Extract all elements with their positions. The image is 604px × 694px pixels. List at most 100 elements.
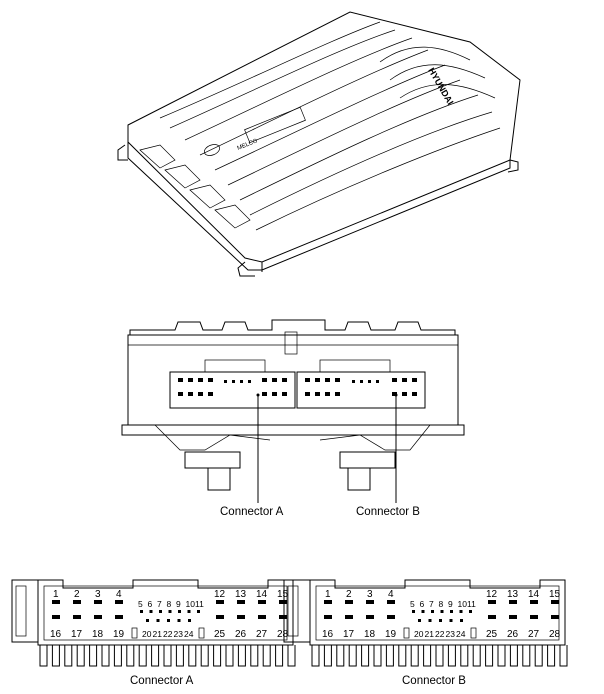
pin-terminal bbox=[187, 610, 191, 613]
pin-terminal bbox=[387, 600, 395, 604]
pin-terminal bbox=[460, 619, 463, 622]
pin-label: 12 bbox=[214, 589, 226, 600]
pin-label: 4 bbox=[388, 589, 394, 600]
pin-label: 8 bbox=[167, 599, 172, 609]
pin-label: 15 bbox=[277, 589, 289, 600]
pin-terminal bbox=[140, 610, 143, 613]
pin-terminal bbox=[115, 615, 123, 619]
pin-terminal bbox=[551, 615, 559, 619]
pin-terminal bbox=[159, 610, 162, 613]
pin-terminal bbox=[216, 600, 224, 604]
pin-terminal bbox=[530, 615, 538, 619]
pin-terminal bbox=[421, 610, 425, 613]
pin-label: 19 bbox=[385, 629, 397, 640]
pin-label: 25 bbox=[486, 629, 498, 640]
pin-terminal bbox=[146, 619, 149, 622]
pin-terminal bbox=[418, 619, 421, 622]
pin-terminal bbox=[412, 610, 415, 613]
pin-terminal bbox=[279, 600, 287, 604]
pin-label: 27 bbox=[256, 629, 268, 640]
pin-terminal bbox=[345, 615, 353, 619]
pin-terminal bbox=[115, 600, 123, 604]
pin-terminal bbox=[52, 600, 60, 604]
front-pins-a bbox=[178, 378, 287, 396]
pin-label: 1 bbox=[53, 589, 59, 600]
pin-label: 23 bbox=[446, 629, 456, 639]
pin-label: 14 bbox=[528, 589, 540, 600]
pin-label: 2 bbox=[346, 589, 352, 600]
pin-terminal bbox=[488, 615, 496, 619]
model-text: MELCO bbox=[237, 138, 259, 152]
pin-label: 26 bbox=[235, 629, 247, 640]
pin-label: 28 bbox=[277, 629, 289, 640]
front-pins-b bbox=[305, 378, 417, 396]
callout-connector-b: Connector B bbox=[356, 506, 420, 518]
pin-label: 19 bbox=[113, 629, 125, 640]
pin-terminal bbox=[387, 615, 395, 619]
ecu-front-view: Connector A Connector B bbox=[121, 319, 465, 518]
pin-label: 17 bbox=[343, 629, 355, 640]
pin-terminal bbox=[450, 610, 453, 613]
pin-terminal bbox=[509, 615, 517, 619]
pin-terminal bbox=[431, 610, 434, 613]
pin-terminal bbox=[469, 610, 472, 613]
pin-label: 8 bbox=[439, 599, 444, 609]
pin-label: 18 bbox=[92, 629, 104, 640]
pin-label: 16 bbox=[50, 629, 62, 640]
pin-label: 28 bbox=[549, 629, 561, 640]
pin-terminal bbox=[324, 600, 332, 604]
pin-terminal bbox=[509, 600, 517, 604]
pin-label: 21 bbox=[425, 629, 435, 639]
ecu-isometric-view: HYUNDAI MELCO bbox=[117, 11, 521, 277]
pin-label: 2 bbox=[74, 589, 80, 600]
pin-terminal bbox=[345, 600, 353, 604]
pin-terminal bbox=[156, 619, 160, 622]
pin-terminal bbox=[197, 610, 200, 613]
pin-label: 22 bbox=[163, 629, 173, 639]
brand-text: HYUNDAI bbox=[426, 66, 455, 107]
pin-terminal bbox=[216, 615, 224, 619]
pin-terminal bbox=[258, 600, 266, 604]
pin-terminal bbox=[530, 600, 538, 604]
pin-terminal bbox=[459, 610, 463, 613]
pin-label: 9 bbox=[176, 599, 181, 609]
pin-label: 27 bbox=[528, 629, 540, 640]
pin-terminal bbox=[73, 615, 81, 619]
pin-terminal bbox=[188, 619, 191, 622]
pin-label: 20 bbox=[414, 629, 424, 639]
pin-terminal bbox=[167, 619, 170, 622]
pin-terminal bbox=[551, 600, 559, 604]
pin-terminal bbox=[366, 600, 374, 604]
pin-label: 9 bbox=[448, 599, 453, 609]
pin-label: 11 bbox=[195, 599, 204, 609]
pin-terminal bbox=[178, 610, 181, 613]
pin-label: 11 bbox=[467, 599, 476, 609]
pin-label: 17 bbox=[71, 629, 83, 640]
pin-label: 5 bbox=[138, 599, 143, 609]
pin-terminal bbox=[449, 619, 453, 622]
pin-label: 24 bbox=[184, 629, 194, 639]
pin-label: 26 bbox=[507, 629, 519, 640]
pin-terminal bbox=[94, 600, 102, 604]
pin-label: 3 bbox=[95, 589, 101, 600]
pin-label: 20 bbox=[142, 629, 152, 639]
pin-terminal bbox=[258, 615, 266, 619]
pin-label: 13 bbox=[235, 589, 247, 600]
pin-terminal bbox=[439, 619, 442, 622]
pin-terminal bbox=[488, 600, 496, 604]
pin-terminal bbox=[428, 619, 432, 622]
pin-label: 12 bbox=[486, 589, 498, 600]
pin-label: 6 bbox=[148, 599, 153, 609]
pin-terminal bbox=[366, 615, 374, 619]
pin-terminal bbox=[94, 615, 102, 619]
pin-label: 3 bbox=[367, 589, 373, 600]
pin-terminal bbox=[237, 615, 245, 619]
pin-label: 1 bbox=[325, 589, 331, 600]
pin-terminal bbox=[73, 600, 81, 604]
pin-label: 18 bbox=[364, 629, 376, 640]
pin-terminal bbox=[237, 600, 245, 604]
pin-label: 5 bbox=[410, 599, 415, 609]
